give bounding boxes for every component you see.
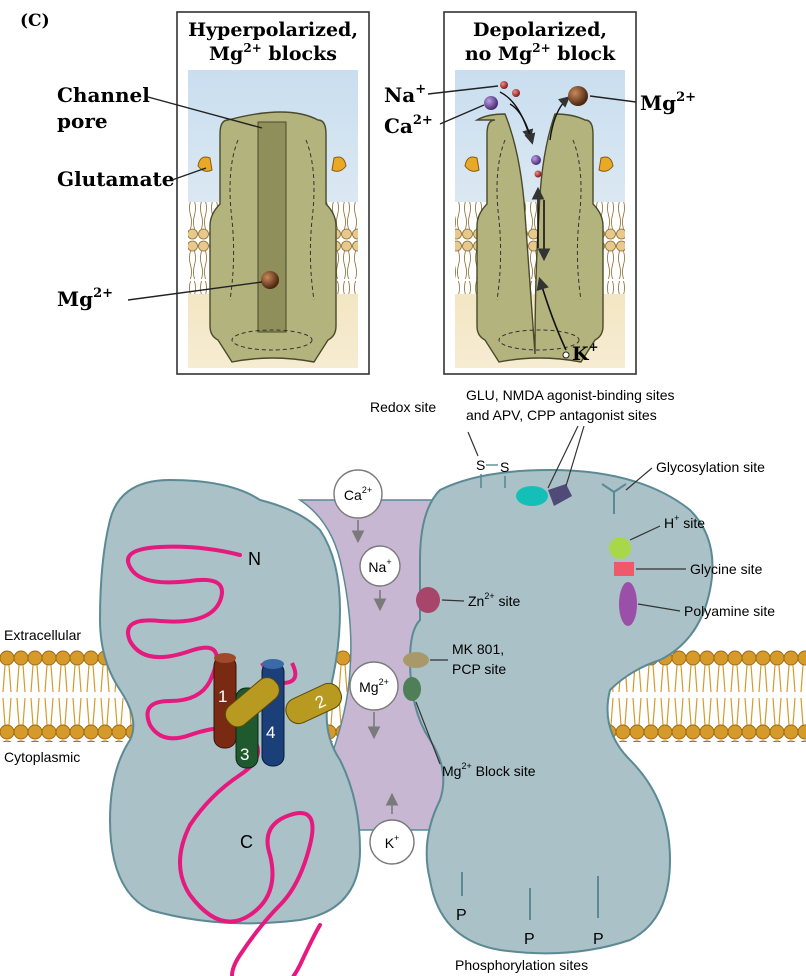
glutamate-label: Glutamate (57, 167, 175, 191)
mg-ion-released (568, 86, 588, 106)
extracellular-label: Extracellular (4, 627, 81, 643)
glycine-label: Glycine site (690, 561, 763, 577)
phospho-p1: P (456, 907, 467, 924)
c-terminus-label: C (240, 832, 253, 852)
left-title-line2: Mg2+ blocks (209, 41, 337, 65)
channel-pore-label-1: Channel (57, 83, 150, 107)
glu-site-marker (516, 486, 548, 506)
mg-label-left: Mg2+ (57, 286, 113, 311)
zn-site-marker (416, 587, 440, 613)
glycine-site-marker (614, 562, 634, 576)
na-label-top: Na+ (384, 82, 426, 107)
mg-ion-block (261, 271, 279, 289)
glycosylation-label: Glycosylation site (656, 459, 765, 475)
phosphorylation-label: Phosphorylation sites (455, 957, 588, 973)
panel-letter: (C) (20, 11, 50, 31)
mk801-label-2: PCP site (452, 661, 506, 677)
cytoplasmic-label: Cytoplasmic (4, 749, 80, 765)
svg-text:4: 4 (266, 723, 275, 742)
ss-bond-s1: S (476, 457, 485, 473)
redox-label: Redox site (370, 399, 436, 415)
polyamine-site-marker (619, 582, 637, 626)
h-site-marker (609, 537, 631, 559)
helix-4: 4 (262, 659, 284, 766)
ca-label-top: Ca2+ (384, 113, 433, 138)
phospho-p3: P (593, 931, 604, 948)
svg-text:3: 3 (240, 745, 249, 764)
left-title-line1: Hyperpolarized, (188, 19, 358, 41)
glu-label-1: GLU, NMDA agonist-binding sites (466, 387, 675, 403)
phospho-p2: P (524, 931, 535, 948)
mk801-label-1: MK 801, (452, 641, 504, 657)
polyamine-label: Polyamine site (684, 603, 775, 619)
na-ion-2 (512, 89, 520, 97)
na-ion-1 (500, 81, 508, 89)
n-terminus-label: N (248, 549, 261, 569)
channel-pore-label-2: pore (57, 109, 108, 133)
mgblock-label: Mg2+ Block site (442, 761, 536, 779)
zn-site-label: Zn2+ site (468, 591, 520, 609)
left-panel-hyperpolarized: Hyperpolarized, Mg2+ blocks (177, 12, 369, 374)
right-panel-depolarized: Depolarized, no Mg2+ block (444, 12, 636, 374)
glu-label-2: and APV, CPP antagonist sites (466, 407, 657, 423)
svg-text:1: 1 (218, 687, 227, 706)
channel-pore-left (258, 122, 286, 332)
helix-1: 1 (214, 653, 236, 748)
h-site-label: H+ site (664, 513, 705, 531)
ca-ion (484, 96, 498, 110)
mk801-site-marker (403, 652, 429, 668)
ss-bond-s2: S (500, 459, 509, 475)
mgblock-site-marker (403, 677, 421, 701)
mg-label-right: Mg2+ (640, 90, 696, 115)
right-title-line1: Depolarized, (473, 19, 607, 41)
